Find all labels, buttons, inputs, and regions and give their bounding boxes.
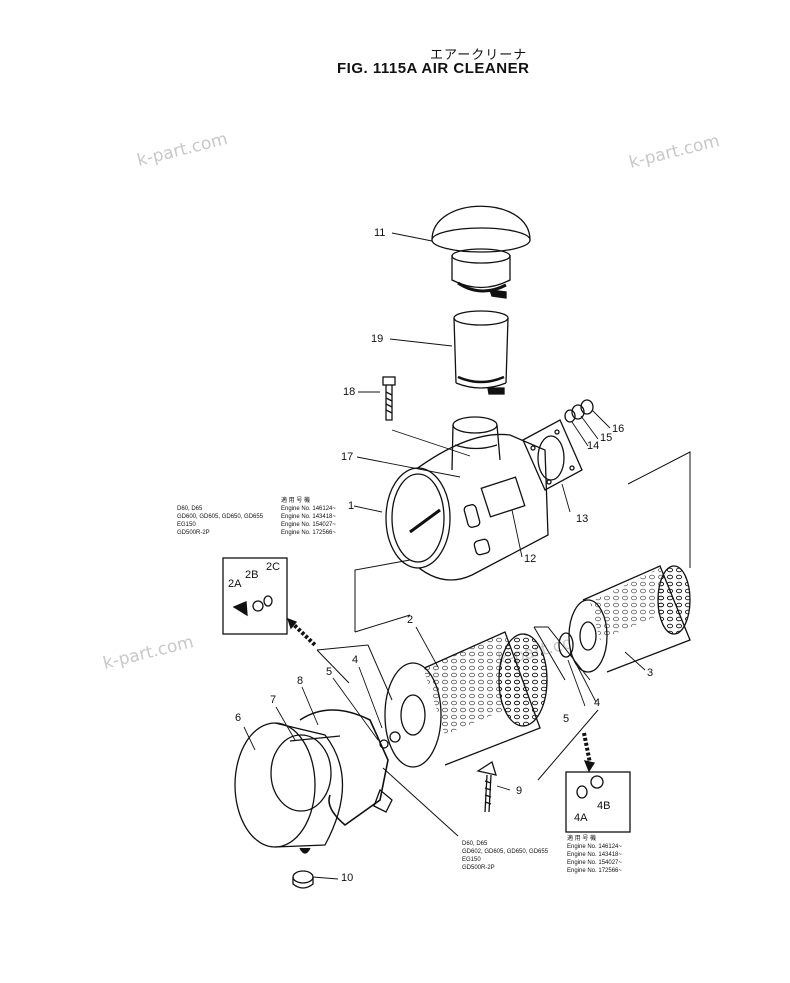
left-models-table: D60, D65 GD600, GD605, GD650, GD655 EG15…: [177, 506, 264, 536]
left-engines-table: 適 用 号 機 Engine No. 146124~ Engine No. 14…: [281, 498, 336, 536]
title-japanese: エアークリーナ: [430, 48, 528, 63]
callout-13: 13: [576, 513, 589, 525]
callout-4B: 4B: [597, 800, 611, 812]
callout-12: 12: [524, 553, 537, 565]
nut-washer-parts: [564, 399, 594, 423]
callout-18: 18: [343, 386, 356, 398]
callout-14: 14: [587, 440, 600, 452]
callout-17: 17: [341, 451, 354, 463]
detail-box-nut: [565, 732, 631, 833]
right-engines-table: 適 用 号 機 Engine No. 146124~ Engine No. 14…: [567, 836, 622, 874]
callout-2C: 2C: [266, 561, 281, 573]
callout-5-right: 5: [563, 713, 570, 725]
inner-element-part: [558, 451, 691, 673]
leader-lines: [243, 232, 646, 880]
cleaner-body-part: [354, 416, 549, 633]
callout-16: 16: [612, 423, 625, 435]
callout-9: 9: [516, 785, 523, 797]
callout-2B: 2B: [245, 569, 259, 581]
callout-4-left: 4: [352, 654, 359, 666]
callout-2A: 2A: [228, 578, 242, 590]
callout-7: 7: [270, 694, 277, 706]
end-cover-part: [234, 709, 393, 889]
callout-10: 10: [341, 872, 354, 884]
bolt-part: [382, 376, 471, 457]
callout-3: 3: [647, 667, 654, 679]
group-brackets: [316, 626, 591, 701]
callout-19: 19: [371, 333, 384, 345]
callout-6: 6: [235, 712, 242, 724]
intake-tube-part: [453, 310, 509, 395]
right-models-table: D60, D65 GD602, GD605, GD650, GD655 EG15…: [462, 841, 549, 871]
callout-15: 15: [600, 432, 613, 444]
outer-element-part: [379, 631, 548, 768]
callout-4-right: 4: [594, 697, 601, 709]
gasket-part: [522, 419, 583, 491]
callout-5-left: 5: [326, 666, 333, 678]
callout-1: 1: [348, 500, 355, 512]
callout-8: 8: [297, 675, 304, 687]
callout-4A: 4A: [574, 812, 588, 824]
pin-part: [382, 709, 599, 837]
callout-11: 11: [374, 227, 386, 239]
callout-2: 2: [407, 614, 414, 626]
detail-box-wingnut: [222, 557, 317, 647]
figure-title: FIG. 1115A AIR CLEANER: [337, 60, 530, 77]
rain-cap-part: [431, 205, 531, 299]
